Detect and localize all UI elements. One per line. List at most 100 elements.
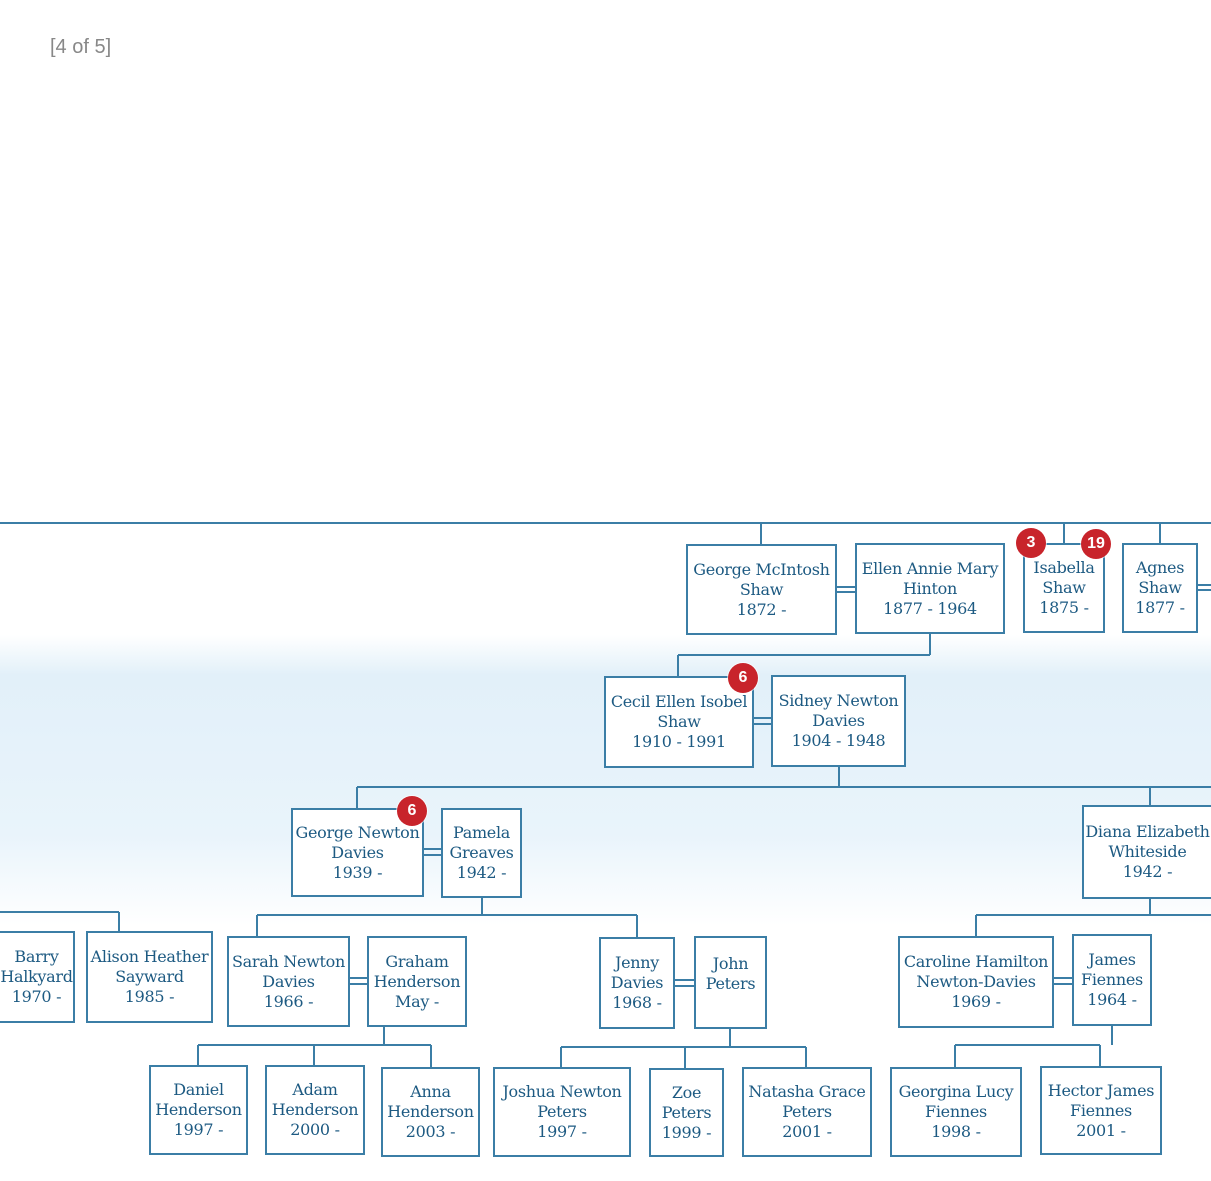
person-dates: 2000 - xyxy=(290,1120,340,1139)
person-joshua-newton-peters: Joshua Newton Peters 1997 - xyxy=(493,1067,631,1157)
person-name-line1: Diana Elizabeth xyxy=(1085,822,1210,841)
person-name-line1: Alison Heather xyxy=(90,947,209,966)
person-ellen-annie-mary-hinton: Ellen Annie Mary Hinton 1877 - 1964 xyxy=(855,543,1005,634)
person-name-line2: Hinton xyxy=(903,578,957,598)
person-dates: 1966 - xyxy=(263,991,314,1011)
person-name-line1: Georgina Lucy xyxy=(898,1082,1014,1101)
person-dates: 1969 - xyxy=(951,992,1001,1011)
person-name-line2: Davies xyxy=(331,842,384,862)
person-dates: 1942 - xyxy=(1122,862,1173,881)
person-name-line1: George Newton xyxy=(295,822,420,842)
person-dates: 2003 - xyxy=(405,1122,456,1141)
person-name-line1: Pamela xyxy=(452,823,511,842)
person-dates: 1877 - xyxy=(1135,598,1185,617)
person-name-line1: Cecil Ellen Isobel xyxy=(610,692,748,711)
person-dates: 1964 - xyxy=(1087,990,1137,1009)
person-james-fiennes: James Fiennes 1964 - xyxy=(1072,934,1152,1026)
page-counter: [4 of 5] xyxy=(50,36,112,58)
person-name-line2: Peters xyxy=(661,1102,712,1122)
person-sarah-newton-davies: Sarah Newton Davies 1966 - xyxy=(227,936,350,1027)
person-john-peters: John Peters xyxy=(694,936,767,1029)
person-dates: 1998 - xyxy=(931,1122,981,1141)
note-badge-cecil-6[interactable]: 6 xyxy=(728,663,758,693)
person-alison-heather-sayward: Alison Heather Sayward 1985 - xyxy=(86,931,213,1023)
person-daniel-henderson: Daniel Henderson 1997 - xyxy=(149,1065,248,1155)
person-dates: 1875 - xyxy=(1039,598,1089,617)
person-dates: 2001 - xyxy=(782,1122,832,1141)
person-name-line2: Peters xyxy=(782,1102,832,1121)
person-name-line2: Davies xyxy=(262,971,315,991)
person-name-line1: Sidney Newton xyxy=(778,691,899,710)
person-name-line2: Whiteside xyxy=(1108,842,1187,861)
person-dates: 1872 - xyxy=(736,599,787,619)
person-dates: 1942 - xyxy=(456,863,507,882)
person-name-line2: Shaw xyxy=(739,579,784,599)
person-dates: 1904 - 1948 xyxy=(791,731,886,750)
person-dates: 1970 - xyxy=(11,987,62,1006)
person-graham-henderson-may: Graham Henderson May - xyxy=(367,936,467,1027)
person-dates: 1997 - xyxy=(173,1120,224,1139)
person-pamela-greaves: Pamela Greaves 1942 - xyxy=(441,808,522,898)
person-name-line2: Halkyard xyxy=(0,967,73,986)
person-name-line2: Newton-Davies xyxy=(916,972,1036,991)
person-name-line2: Peters xyxy=(705,974,756,993)
person-name-line2: Henderson xyxy=(155,1100,242,1119)
person-zoe-peters: Zoe Peters 1999 - xyxy=(649,1068,724,1157)
person-name-line1: Agnes xyxy=(1135,558,1185,577)
person-george-mcintosh-shaw: George McIntosh Shaw 1872 - xyxy=(686,544,837,635)
person-adam-henderson: Adam Henderson 2000 - xyxy=(265,1065,365,1155)
note-badge-isabella-3[interactable]: 3 xyxy=(1016,528,1046,558)
person-name-line2: Peters xyxy=(537,1102,587,1121)
person-name-line1: Ellen Annie Mary xyxy=(861,558,999,578)
person-name-line1: Caroline Hamilton xyxy=(903,952,1049,971)
person-name-line1: Hector James xyxy=(1047,1080,1155,1100)
person-dates: 1999 - xyxy=(661,1122,712,1142)
person-diana-elizabeth-whiteside: Diana Elizabeth Whiteside 1942 - xyxy=(1082,805,1211,899)
person-name-line2: Sayward xyxy=(115,967,184,986)
person-name-line2: Davies xyxy=(812,711,865,730)
person-name-line1: Anna xyxy=(410,1082,451,1101)
person-dates: 1910 - 1991 xyxy=(632,732,726,751)
person-name-line1: Isabella xyxy=(1033,558,1095,577)
person-caroline-hamilton-newton-davies: Caroline Hamilton Newton-Davies 1969 - xyxy=(898,936,1054,1028)
person-name-line1: Jenny xyxy=(614,953,660,972)
person-name-line2: Shaw xyxy=(1138,578,1182,597)
person-name-line2: Shaw xyxy=(657,712,701,731)
person-name-line2: Davies xyxy=(610,973,664,992)
person-anna-henderson: Anna Henderson 2003 - xyxy=(381,1067,480,1157)
note-badge-george-newton-6[interactable]: 6 xyxy=(397,796,427,826)
person-cecil-ellen-isobel-shaw: Cecil Ellen Isobel Shaw 1910 - 1991 xyxy=(604,676,754,768)
person-dates: 1939 - xyxy=(332,862,383,882)
person-name-line1: Natasha Grace xyxy=(748,1082,866,1101)
person-name-line2: Fiennes xyxy=(925,1102,987,1121)
person-natasha-grace-peters: Natasha Grace Peters 2001 - xyxy=(742,1067,872,1157)
person-hector-james-fiennes: Hector James Fiennes 2001 - xyxy=(1040,1066,1162,1155)
person-name-line1: Barry xyxy=(14,947,59,966)
person-name-line1: Zoe xyxy=(671,1082,702,1102)
person-dates: 1877 - 1964 xyxy=(883,598,977,618)
person-name-line1: Joshua Newton xyxy=(502,1082,622,1101)
person-barry-halkyard: Barry Halkyard 1970 - xyxy=(0,931,75,1023)
person-name-line2: Fiennes xyxy=(1081,970,1143,989)
person-sidney-newton-davies: Sidney Newton Davies 1904 - 1948 xyxy=(771,675,906,767)
person-agnes-shaw: Agnes Shaw 1877 - xyxy=(1122,543,1198,633)
person-name-line2: Henderson xyxy=(373,971,461,991)
person-name-line3: May - xyxy=(395,991,439,1011)
person-jenny-davies: Jenny Davies 1968 - xyxy=(599,937,675,1029)
person-name-line1: Graham xyxy=(385,951,449,971)
person-name-line2: Shaw xyxy=(1042,578,1086,597)
person-dates: 1968 - xyxy=(612,993,662,1012)
person-name-line1: Sarah Newton xyxy=(231,951,345,971)
note-badge-isabella-19[interactable]: 19 xyxy=(1081,529,1111,559)
person-dates: 2001 - xyxy=(1076,1120,1126,1140)
person-name-line2: Henderson xyxy=(271,1100,359,1119)
person-name-line2: Henderson xyxy=(387,1102,474,1121)
person-dates: 1985 - xyxy=(124,987,175,1006)
person-name-line2: Greaves xyxy=(449,843,514,862)
person-name-line1: James xyxy=(1088,950,1136,969)
person-name-line1: John xyxy=(712,954,749,973)
person-dates: 1997 - xyxy=(537,1122,587,1141)
person-georgina-lucy-fiennes: Georgina Lucy Fiennes 1998 - xyxy=(890,1067,1022,1157)
person-name-line1: Adam xyxy=(292,1080,338,1099)
